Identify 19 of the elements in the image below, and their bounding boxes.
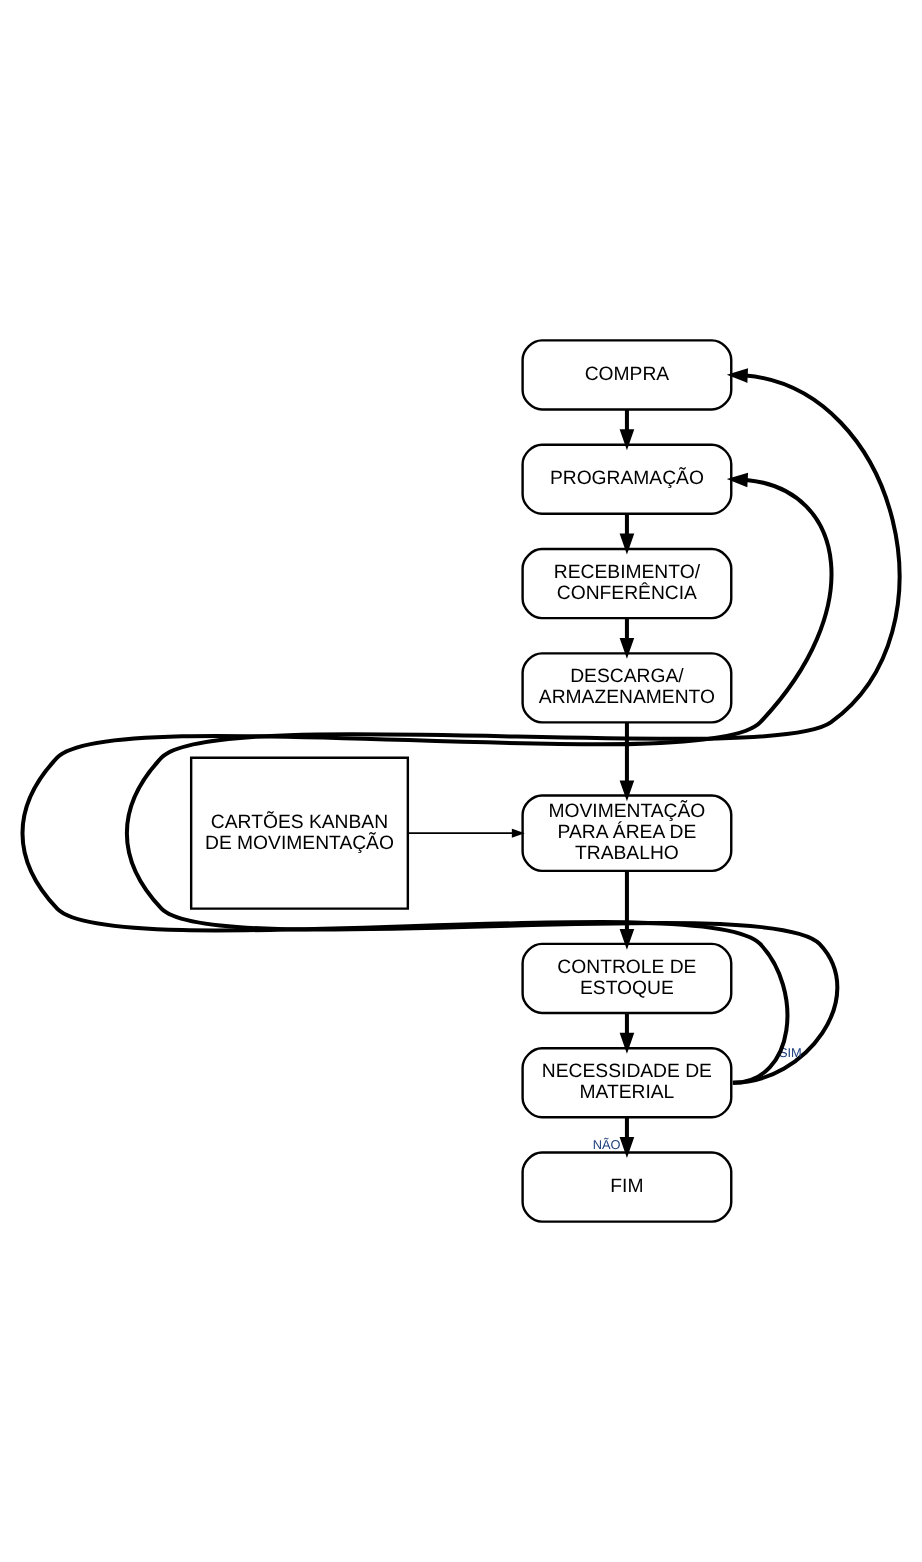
node-box: FIM [521, 1151, 733, 1223]
node-box: CARTÕES KANBAN DE MOVIMENTAÇÃO [189, 756, 410, 910]
arrow [619, 1013, 635, 1054]
node-box: CONTROLE DE ESTOQUE [521, 942, 733, 1015]
node-box: NECESSIDADE DE MATERIAL [521, 1047, 733, 1119]
arrow [619, 871, 635, 950]
node-box: DESCARGA/ ARMAZENAMENTO [521, 652, 733, 724]
arrow [124, 368, 901, 1085]
arrow [21, 472, 833, 1085]
node-box: MOVIMENTAÇÃO PARA ÁREA DE TRABALHO [521, 794, 733, 873]
arrow [619, 722, 635, 802]
arrow [619, 1117, 635, 1158]
node-box: COMPRA [521, 339, 733, 411]
arrow [619, 409, 635, 451]
arrow [407, 828, 525, 838]
node-box: RECEBIMENTO/ CONFERÊNCIA [521, 547, 733, 620]
arrow [619, 513, 635, 555]
arrow [619, 618, 635, 659]
node-box: PROGRAMAÇÃO [521, 443, 733, 515]
